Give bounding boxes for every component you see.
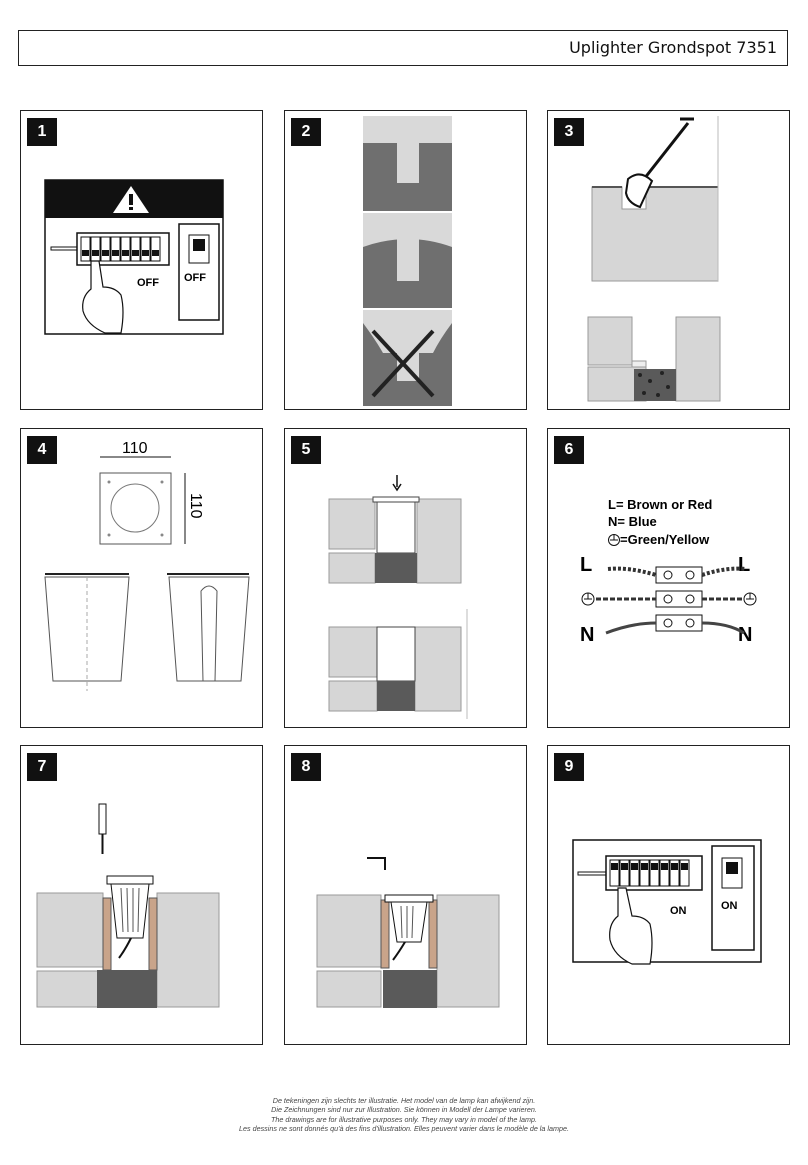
legend-neutral: N= Blue xyxy=(608,514,657,529)
step-number: 4 xyxy=(27,436,57,464)
step-number: 7 xyxy=(27,753,57,781)
step-3-panel: 3 xyxy=(547,110,790,410)
height-dimension: 110 xyxy=(187,493,204,519)
legend-live: L= Brown or Red xyxy=(608,497,712,512)
insert-housing-illustration xyxy=(328,475,468,719)
step-4-panel: 4 110 110 xyxy=(20,428,263,728)
finished-install-illustration xyxy=(316,857,500,1008)
step-1-panel: 1 OFF OFF xyxy=(20,110,263,410)
step-2-panel: 2 xyxy=(284,110,527,410)
step-number: 6 xyxy=(554,436,584,464)
disclaimer-fr: Les dessins ne sont donnés qu'à des fins… xyxy=(239,1124,569,1134)
switch-off-label: OFF xyxy=(137,277,159,289)
power-off-illustration: OFF OFF xyxy=(44,179,224,335)
power-on-illustration: ON ON xyxy=(572,839,762,965)
breaker-switch-row xyxy=(80,236,161,262)
disclaimer-nl: De tekeningen zijn slechts ter illustrat… xyxy=(272,1096,536,1105)
disclaimer-de: Die Zeichnungen sind nur zur Illustratio… xyxy=(271,1105,537,1115)
legend-earth: =Green/Yellow xyxy=(620,532,710,547)
disclaimer-footer: De tekeningen zijn slechts ter illustrat… xyxy=(0,1096,808,1134)
cross-icon xyxy=(371,329,435,398)
screwdriver-icon xyxy=(98,803,107,854)
step-number: 3 xyxy=(554,118,584,146)
switch-on-label: ON xyxy=(670,905,687,917)
hand-icon xyxy=(609,887,653,965)
neutral-label-left: N xyxy=(580,624,594,646)
mounting-height-illustration xyxy=(363,116,452,406)
breaker-on-label: ON xyxy=(721,900,738,912)
step-5-panel: 5 xyxy=(284,428,527,728)
dig-hole-illustration xyxy=(587,116,721,402)
document-title: Uplighter Grondspot 7351 xyxy=(569,38,777,57)
live-label-right: L xyxy=(738,554,750,576)
width-dimension: 110 xyxy=(122,440,148,457)
step-number: 5 xyxy=(291,436,321,464)
screw-in-lamp-illustration xyxy=(36,803,220,1008)
step-8-panel: 8 xyxy=(284,745,527,1045)
step-number: 8 xyxy=(291,753,321,781)
step-7-panel: 7 xyxy=(20,745,263,1045)
neutral-label-right: N xyxy=(738,624,752,646)
live-label-left: L xyxy=(580,554,592,576)
wiring-illustration: L= Brown or Red N= Blue =Green/Yellow L … xyxy=(580,497,757,646)
step-number: 2 xyxy=(291,118,321,146)
step-number: 1 xyxy=(27,118,57,146)
dimensions-illustration: 110 110 xyxy=(44,440,250,691)
earth-icon xyxy=(608,534,620,546)
breaker-off-label: OFF xyxy=(184,272,206,284)
step-number: 9 xyxy=(554,753,584,781)
hand-icon xyxy=(82,260,124,334)
disclaimer-en: The drawings are for illustrative purpos… xyxy=(271,1114,537,1124)
document-header: Uplighter Grondspot 7351 xyxy=(18,30,788,66)
step-6-panel: 6 L= Brown or Red N= Blue =Green/Yellow … xyxy=(547,428,790,728)
shovel-icon xyxy=(624,117,694,209)
step-9-panel: 9 ON ON xyxy=(547,745,790,1045)
